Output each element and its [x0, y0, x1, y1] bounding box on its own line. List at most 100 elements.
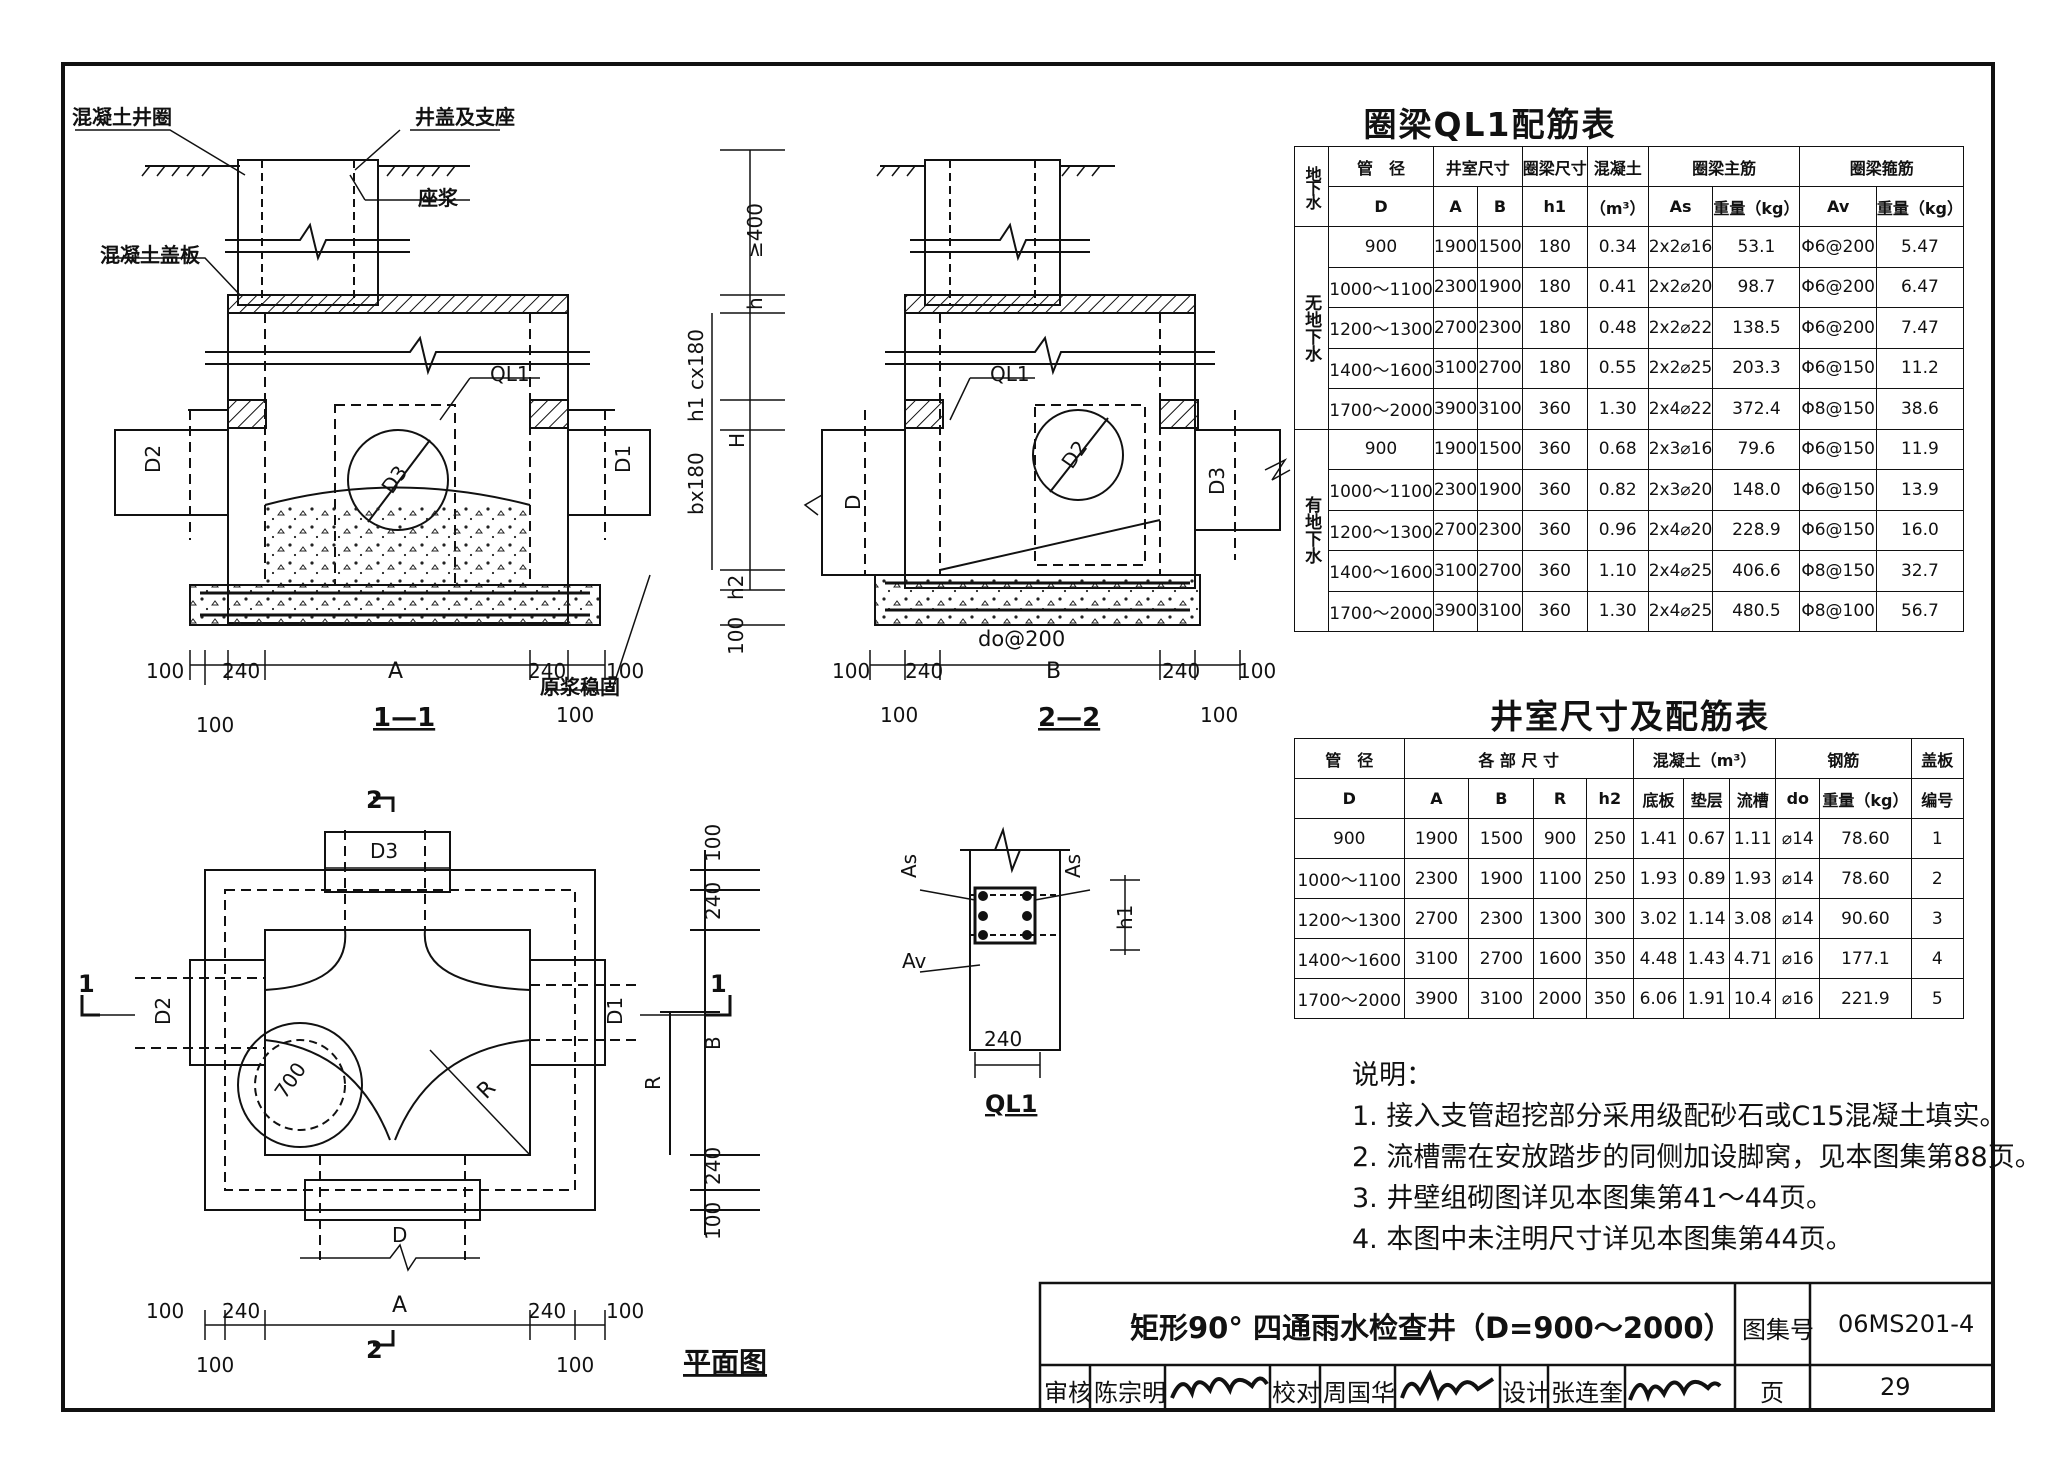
table-cell: 250: [1585, 818, 1634, 859]
plan-view-title: 平面图: [683, 1346, 767, 1379]
table-cell: 900: [1328, 226, 1434, 268]
dim-bx180: bx180: [684, 452, 708, 515]
table-cell: 1400～1600: [1328, 550, 1434, 592]
table-cell: Φ8@150: [1799, 550, 1877, 592]
table-cell: 1.11: [1729, 818, 1777, 859]
header-cell: R: [1533, 778, 1587, 819]
table-cell: 2x2⌀22: [1647, 307, 1714, 349]
label-well-ring: 混凝土井圈: [72, 105, 172, 129]
table-cell: 350: [1585, 938, 1634, 979]
dim-100-b: 100: [606, 659, 644, 683]
table-cell: 2300: [1403, 858, 1470, 899]
table-cell: 1100: [1533, 858, 1587, 899]
dim-100-p3: 100: [146, 1299, 184, 1323]
table-cell: 78.60: [1819, 858, 1912, 899]
table-cell: 1400～1600: [1294, 938, 1405, 979]
table-cell: 250: [1585, 858, 1634, 899]
table-cell: ⌀16: [1775, 978, 1821, 1019]
table-cell: 406.6: [1712, 550, 1801, 592]
table-cell: 228.9: [1712, 509, 1801, 551]
table-cell: 4.71: [1729, 938, 1777, 979]
label-cover-and-seat: 井盖及支座: [415, 105, 515, 129]
table-cell: 480.5: [1712, 590, 1801, 632]
header-cell: 重量（kg）: [1819, 778, 1912, 819]
dim-240-ql1: 240: [984, 1027, 1022, 1051]
table-cell: 372.4: [1712, 388, 1801, 430]
table-cell: 2x4⌀22: [1647, 388, 1714, 430]
table-cell: 3100: [1477, 388, 1523, 430]
header-cell: 各 部 尺 寸: [1403, 738, 1634, 779]
atlas-label: 图集号: [1742, 1316, 1814, 1344]
group-cell: 有地下水: [1293, 428, 1330, 632]
table-cell: 1900: [1477, 266, 1523, 308]
dim-100-h: 100: [1200, 703, 1238, 727]
table-cell: Φ6@150: [1799, 347, 1877, 389]
label-D3-s22: D3: [1205, 467, 1229, 495]
dim-100-p6: 100: [556, 1353, 594, 1377]
table-cell: 56.7: [1875, 590, 1965, 632]
dim-A-plan: A: [392, 1293, 407, 1318]
table-cell: 2700: [1403, 898, 1470, 939]
table-cell: 16.0: [1875, 509, 1965, 551]
table-cell: 3: [1910, 898, 1965, 939]
header-cell: 圈梁尺寸: [1521, 146, 1588, 187]
table-cell: 0.96: [1586, 509, 1649, 551]
label-D3-plan: D3: [370, 839, 398, 863]
table-cell: 2700: [1468, 938, 1535, 979]
label-As-left: As: [897, 854, 921, 878]
dim-100-p4: 100: [606, 1299, 644, 1323]
table-cell: 5.47: [1875, 226, 1965, 268]
table-cell: 10.4: [1729, 978, 1777, 1019]
notes: 说明： 1. 接入支管超挖部分采用级配砂石或C15混凝土填实。 2. 流槽需在安…: [1352, 1055, 2042, 1260]
label-ql1-s22: QL1: [990, 362, 1030, 386]
note-1: 1. 接入支管超挖部分采用级配砂石或C15混凝土填实。: [1352, 1101, 2007, 1132]
table-cell: 1900: [1477, 469, 1523, 511]
table-cell: 1.91: [1683, 978, 1731, 1019]
table-cell: 3.08: [1729, 898, 1777, 939]
dim-240-f: 240: [1162, 659, 1200, 683]
table-cell: 1900: [1432, 226, 1479, 268]
table-cell: 360: [1521, 469, 1588, 511]
table-cell: 32.7: [1875, 550, 1965, 592]
section-1-1: [75, 129, 651, 685]
dim-700: 700: [269, 1058, 311, 1103]
label-D1-s11: D1: [611, 445, 635, 473]
table-cell: 0.67: [1683, 818, 1731, 859]
table-cell: Φ6@200: [1799, 226, 1877, 268]
table-cell: 1.43: [1683, 938, 1731, 979]
header-cell: 垫层: [1683, 778, 1731, 819]
table-cell: 53.1: [1712, 226, 1801, 268]
dim-100-f: 100: [1238, 659, 1276, 683]
table-cell: 78.60: [1819, 818, 1912, 859]
header-cell: A: [1403, 778, 1470, 819]
table-cell: 7.47: [1875, 307, 1965, 349]
dim-240-p4: 240: [528, 1299, 566, 1323]
cut-mark-2-bottom: 2: [366, 1336, 383, 1364]
table-cell: 98.7: [1712, 266, 1801, 308]
section-2-2-title: 2—2: [1038, 703, 1100, 733]
table-cell: 1700～2000: [1294, 978, 1405, 1019]
header-cell: h2: [1585, 778, 1634, 819]
table-cell: 1000～1100: [1328, 266, 1434, 308]
header-cell: 编号: [1910, 778, 1965, 819]
table-cell: 360: [1521, 590, 1588, 632]
table-cell: Φ6@150: [1799, 428, 1877, 470]
review-label: 审核: [1044, 1379, 1092, 1407]
cut-mark-1-left: 1: [78, 970, 95, 998]
table-cell: 3.02: [1632, 898, 1685, 939]
table-cell: ⌀14: [1775, 858, 1821, 899]
table-cell: 180: [1521, 307, 1588, 349]
label-Av: Av: [902, 949, 927, 973]
table-cell: 2700: [1477, 550, 1523, 592]
dim-100-p5: 100: [196, 1353, 234, 1377]
table-cell: 180: [1521, 266, 1588, 308]
table-cell: 1.14: [1683, 898, 1731, 939]
